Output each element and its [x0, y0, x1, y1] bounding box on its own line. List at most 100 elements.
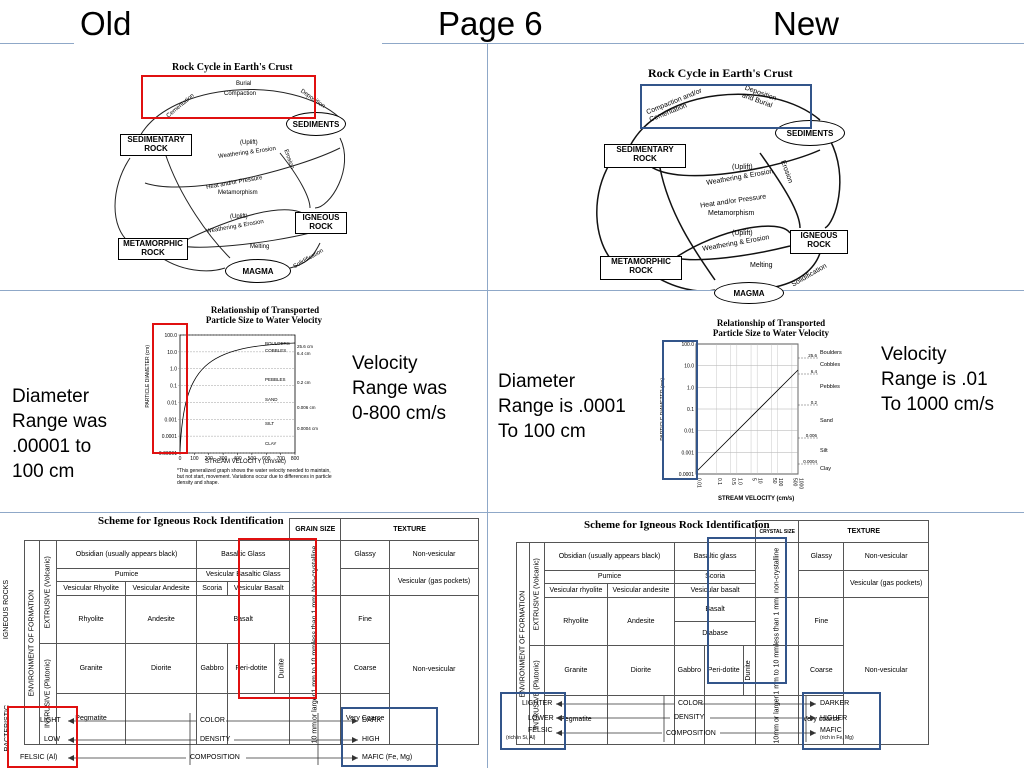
old-pc-class-label: SILT	[265, 421, 274, 426]
new-ig-pegmatite: Pegmatite	[544, 695, 608, 745]
old-rc-highlight	[141, 75, 316, 119]
old-ig-peridotite: Peri-dotite	[227, 643, 276, 695]
old-rc-melting: Melting	[250, 244, 270, 250]
old-ig-blank3	[227, 693, 291, 745]
new-note-diameter-1: Diameter	[498, 371, 576, 392]
new-rc-metamorphism: Metamorphism	[708, 210, 755, 217]
new-ig-mafic: MAFIC	[820, 727, 842, 734]
new-ig-fine: Fine	[798, 596, 845, 647]
new-ig-obsidian: Obsidian (usually appears black)	[543, 542, 676, 571]
old-ig-composition: COMPOSITION	[190, 754, 240, 761]
new-ig-basalt-highlight	[707, 537, 787, 684]
old-ig-basaltic-glass: Basaltic Glass	[196, 540, 291, 569]
old-ig-coarse: Coarse	[340, 643, 391, 695]
new-ig-diabase: Diabase	[674, 621, 757, 647]
old-pc-xtick: 300	[219, 456, 228, 462]
old-pc-ytick: 0.01	[167, 400, 177, 406]
new-ig-right-highlight	[802, 692, 881, 750]
new-note-velocity: Velocity Range is .01 To 1000 cm/s	[881, 342, 994, 417]
old-rc-burial: Burial	[236, 81, 252, 87]
new-ig-lower: LOWER	[528, 715, 554, 722]
new-ig-nonvesicular2: Non-vesicular	[843, 597, 929, 745]
old-ig-basalt-highlight	[238, 538, 317, 699]
new-pc-title2: Particle Size to Water Velocity	[712, 328, 830, 338]
old-ig-fine: Fine	[340, 594, 391, 645]
old-rc-uplift1: (Uplift)	[240, 140, 258, 146]
old-ig-mafic: MAFIC (Fe, Mg)	[362, 754, 413, 761]
old-pc-ytick: 100.0	[164, 333, 177, 339]
new-note-diameter-3: To 100 cm	[498, 421, 586, 442]
old-ig-high: HIGH	[362, 736, 380, 743]
new-pc-class-label: Boulders	[820, 350, 842, 356]
old-ig-nonvesicular: Non-vesicular	[389, 540, 479, 569]
center-divider	[487, 44, 488, 768]
old-rc-title: Rock Cycle in Earth's Crust	[172, 62, 293, 73]
new-pc-class-label: Cobbles	[820, 362, 840, 368]
old-pc-bound-label: 0.006 cm	[297, 405, 316, 410]
new-ig-diorite: Diorite	[606, 645, 676, 697]
new-pc-xtick: 0.01	[696, 478, 702, 488]
old-ig-vesicular-glassy	[340, 568, 391, 596]
new-ig-mafic2: (rich in Fe, Mg)	[820, 735, 854, 741]
new-pc-ytick: 0.01	[684, 429, 694, 435]
new-rc-metamorphic: METAMORPHIC ROCK	[600, 256, 682, 280]
new-pc-class-label: Silt	[820, 448, 828, 454]
old-ig-blank1	[125, 693, 198, 745]
old-pc-curve	[179, 342, 296, 452]
new-ig-gabbro: Gabbro	[674, 645, 705, 697]
new-ig-color: COLOR	[678, 700, 703, 707]
old-note-diameter-1: Diameter	[12, 386, 90, 407]
new-rock-cycle: Rock Cycle in Earth's Crust Compaction a…	[590, 58, 870, 304]
new-ig-vesicular-andesite: Vesicular andesite	[606, 583, 676, 598]
old-ig-characteristics: RACTERISTIC LIGHT LOW FELSIC (Al) COLOR …	[0, 703, 487, 768]
new-ig-andesite: Andesite	[606, 596, 676, 647]
new-pc-xtick: 10	[757, 478, 763, 484]
old-ig-table: GRAIN SIZE TEXTURE ENVIRONMENT OF FORMAT…	[24, 518, 479, 745]
old-pc-ytick: 0.0001	[162, 434, 178, 440]
new-heading: New	[773, 5, 840, 42]
new-note-diameter-2: Range is .0001	[498, 396, 626, 417]
old-ig-vesicular-andesite: Vesicular Andesite	[125, 581, 198, 596]
old-ig-rhyolite: Rhyolite	[55, 594, 127, 645]
new-ig-darker: DARKER	[820, 700, 850, 707]
old-ig-felsic: FELSIC (Al)	[20, 754, 58, 761]
old-pc-title2: Particle Size to Water Velocity	[205, 315, 323, 325]
old-pc-xtick: 800	[291, 456, 300, 462]
new-ig-nonvesicular: Non-vesicular	[843, 542, 929, 571]
new-pc-ytick: 100.0	[681, 342, 694, 348]
new-rc-magma: MAGMA	[714, 282, 784, 304]
new-note-velocity-2: Range is .01	[881, 369, 988, 390]
old-ig-density: DENSITY	[200, 736, 231, 743]
new-rc-highlight	[640, 84, 812, 129]
new-ig-blank3	[703, 695, 757, 745]
new-pc-xtick: 1000	[798, 478, 804, 489]
new-ig-basaltic-glass: Basaltic glass	[674, 542, 757, 571]
old-ig-title: Scheme for Igneous Rock Identification	[98, 515, 284, 527]
new-rc-title: Rock Cycle in Earth's Crust	[648, 66, 793, 80]
new-ig-basalt: Basalt	[674, 596, 757, 623]
old-ig-granite: Granite	[55, 643, 127, 695]
new-pc-xtick: 500	[791, 478, 797, 487]
new-ig-rhyolite: Rhyolite	[544, 596, 608, 647]
old-pc-ytick: 10.0	[167, 350, 177, 356]
old-ig-side: IGNEOUS ROCKS	[3, 580, 10, 640]
old-ig-pegmatite: Pegmatite	[55, 693, 127, 745]
old-pc-ylabel: PARTICLE DIAMETER (cm)	[145, 345, 151, 408]
old-note-diameter-3: .00001 to	[12, 436, 92, 457]
old-ig-basalt: Basalt	[196, 594, 291, 645]
new-ig-lighter: LIGHTER	[522, 700, 553, 707]
old-pc-xtick: 400	[233, 456, 242, 462]
old-ig-gabbro: Gabbro	[196, 643, 229, 695]
new-pc-xtick: 50	[771, 478, 777, 484]
new-ig-pumice: Pumice	[543, 570, 676, 584]
old-note-velocity-1: Velocity	[352, 353, 418, 374]
old-pc-xtick: 700	[276, 456, 285, 462]
old-ig-pumice: Pumice	[55, 568, 198, 582]
new-rc-uplift1: (Uplift)	[732, 164, 753, 171]
new-pc-ytick: 0.001	[681, 450, 694, 456]
new-note-velocity-3: To 1000 cm/s	[881, 394, 994, 415]
old-pc-class-label: BOULDERS	[265, 341, 290, 346]
new-ig-left-highlight	[500, 692, 566, 750]
old-rock-cycle: Rock Cycle in Earth's Crust Burial Compa…	[100, 58, 390, 286]
